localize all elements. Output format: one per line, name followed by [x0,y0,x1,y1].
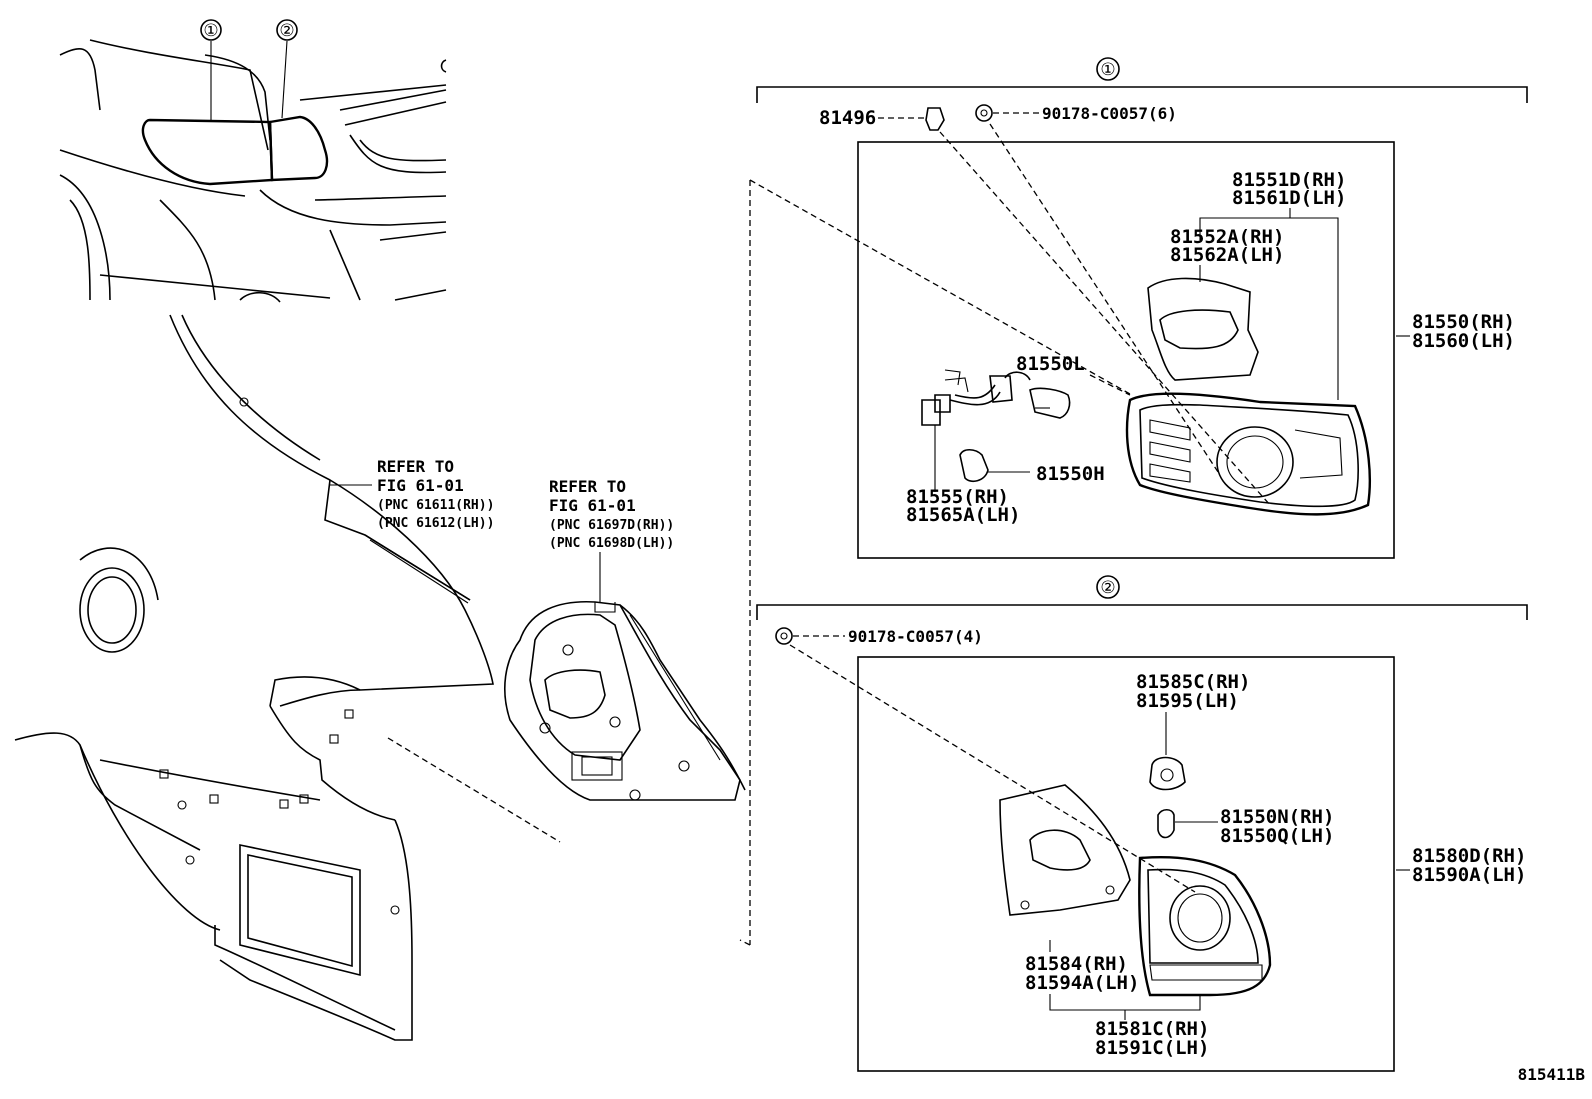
group1-callout: ① [1100,60,1115,80]
label-81581C-rh: 81581C(RH) [1095,1018,1209,1040]
label-screw-4: 90178-C0057(4) [848,627,983,646]
figure-id: 815411B [1518,1065,1586,1084]
label-81560-lh: 81560(LH) [1412,330,1515,352]
label-81595-lh: 81595(LH) [1136,690,1239,712]
refer2-line1: REFER TO [549,477,626,496]
refer1-line4: (PNC 61612(LH)) [377,516,494,531]
label-81561D-lh: 81561D(LH) [1232,187,1346,209]
label-screw-6: 90178-C0057(6) [1042,104,1177,123]
refer1-line1: REFER TO [377,457,454,476]
label-81590A-lh: 81590A(LH) [1412,864,1526,886]
label-81551D-rh: 81551D(RH) [1232,169,1346,191]
label-81550H: 81550H [1036,463,1105,485]
refer2-line2: FIG 61-01 [549,496,636,515]
label-81496: 81496 [819,107,876,129]
label-81550L: 81550L [1016,353,1085,375]
label-81550N-rh: 81550N(RH) [1220,806,1334,828]
quarter-panel-drawing [14,314,494,1041]
label-81555-rh: 81555(RH) [906,486,1009,508]
group-1: ① 81496 90178-C0057(6) 81551D(RH) 81561D… [756,57,1528,559]
refer2-line4: (PNC 61698D(LH)) [549,536,674,551]
label-81591C-lh: 81591C(LH) [1095,1037,1209,1059]
refer2-line3: (PNC 61697D(RH)) [549,518,674,533]
tail-light-outer-shape [141,118,274,186]
label-81585C-rh: 81585C(RH) [1136,671,1250,693]
car-callout-2: ② [279,21,294,41]
label-81580D-rh: 81580D(RH) [1412,845,1526,867]
car-callout-1: ① [203,21,218,41]
tail-light-inner-shape [268,115,329,182]
label-81550-rh: 81550(RH) [1412,311,1515,333]
car-rear-view: ① ② [59,19,447,303]
label-81565A-lh: 81565A(LH) [906,504,1020,526]
refer1-line3: (PNC 61611(RH)) [377,498,494,513]
group-2: ② 90178-C0057(4) 81585C(RH) 81595(LH) 81… [756,575,1528,1072]
refer-note-1: REFER TO FIG 61-01 (PNC 61611(RH)) (PNC … [330,457,494,531]
group2-callout: ② [1100,578,1115,598]
refer1-line2: FIG 61-01 [377,476,464,495]
label-81552A-rh: 81552A(RH) [1170,226,1284,248]
label-81584-rh: 81584(RH) [1025,953,1128,975]
refer-note-2: REFER TO FIG 61-01 (PNC 61697D(RH)) (PNC… [549,477,674,602]
wire-harness-drawing [921,369,1031,492]
label-81594A-lh: 81594A(LH) [1025,972,1139,994]
label-81550Q-lh: 81550Q(LH) [1220,825,1334,847]
light-housing-bracket [504,600,746,801]
label-81562A-lh: 81562A(LH) [1170,244,1284,266]
